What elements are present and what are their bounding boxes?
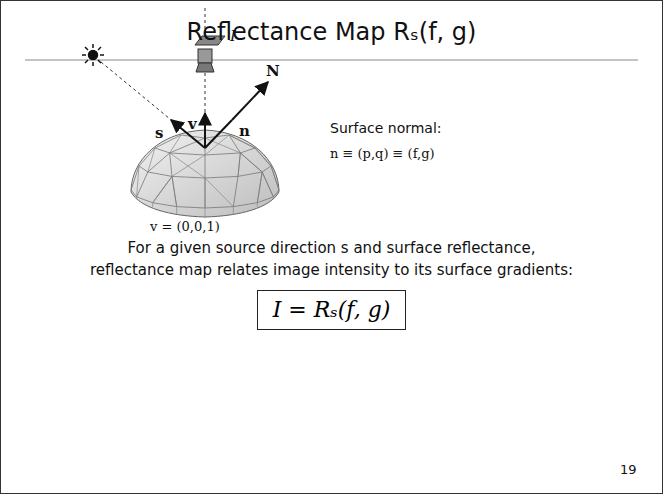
facet-edge	[271, 166, 279, 190]
normal-vector	[205, 120, 232, 148]
facet-edge	[257, 203, 258, 207]
light-ray	[101, 62, 170, 119]
facet-edge	[205, 178, 206, 208]
formula-text: I = Rₛ(f, g)	[272, 297, 391, 322]
facet-edge	[271, 166, 279, 190]
facet-edge	[176, 207, 177, 215]
facet-edge	[152, 203, 153, 207]
facet-edge	[273, 197, 274, 198]
vector-value: v = (0,0,1)	[150, 219, 220, 234]
normal-vector	[232, 82, 268, 120]
facet-edge	[238, 153, 240, 176]
facet-edge	[205, 178, 206, 208]
facet-edge	[172, 176, 177, 206]
facet-edge	[153, 176, 172, 202]
facet-edge	[170, 153, 205, 178]
facet-edge	[205, 208, 206, 218]
camera-lens	[196, 63, 214, 72]
title-rule	[25, 60, 638, 61]
facet-edge	[233, 207, 234, 215]
view-vector	[204, 113, 206, 148]
facet-edge	[136, 197, 137, 198]
page-number: 19	[620, 462, 637, 477]
description-text: For a given source direction s and surfa…	[20, 238, 643, 282]
facet-edge	[170, 153, 172, 176]
vector-label: N	[266, 62, 280, 80]
sun-symbol	[82, 44, 104, 66]
facet-edge	[137, 172, 148, 197]
facet-edge	[262, 172, 273, 197]
facet-edge	[153, 176, 172, 202]
facet-edge	[257, 172, 262, 203]
view-axis	[205, 73, 206, 112]
facet-edge	[205, 178, 233, 207]
facet-edge	[240, 153, 262, 172]
vector-label: s	[155, 124, 163, 142]
slide-title: Reflectance Map Rₛ(f, g)	[0, 18, 663, 46]
facet-edge	[205, 155, 206, 178]
facet-edge	[170, 138, 205, 153]
facet-edge	[255, 148, 271, 166]
facet-edge	[238, 153, 240, 176]
camera-body	[198, 49, 212, 63]
facet-edge	[262, 172, 273, 197]
facet-edge	[172, 176, 177, 206]
vector-label: v	[188, 115, 197, 133]
normal-definition: n ≡ (p,q) ≡ (f,g)	[330, 146, 435, 161]
note-heading: Surface normal:	[330, 120, 442, 136]
facet-edge	[255, 148, 271, 166]
facet-edge	[233, 176, 238, 206]
facet-edge	[205, 138, 240, 153]
facet-edge	[148, 153, 170, 172]
facet-edge	[240, 153, 262, 172]
image-label: I	[230, 27, 236, 45]
facet-edge	[257, 172, 262, 203]
formula-box: I = Rₛ(f, g)	[257, 290, 406, 330]
vector-label: n	[239, 122, 250, 140]
